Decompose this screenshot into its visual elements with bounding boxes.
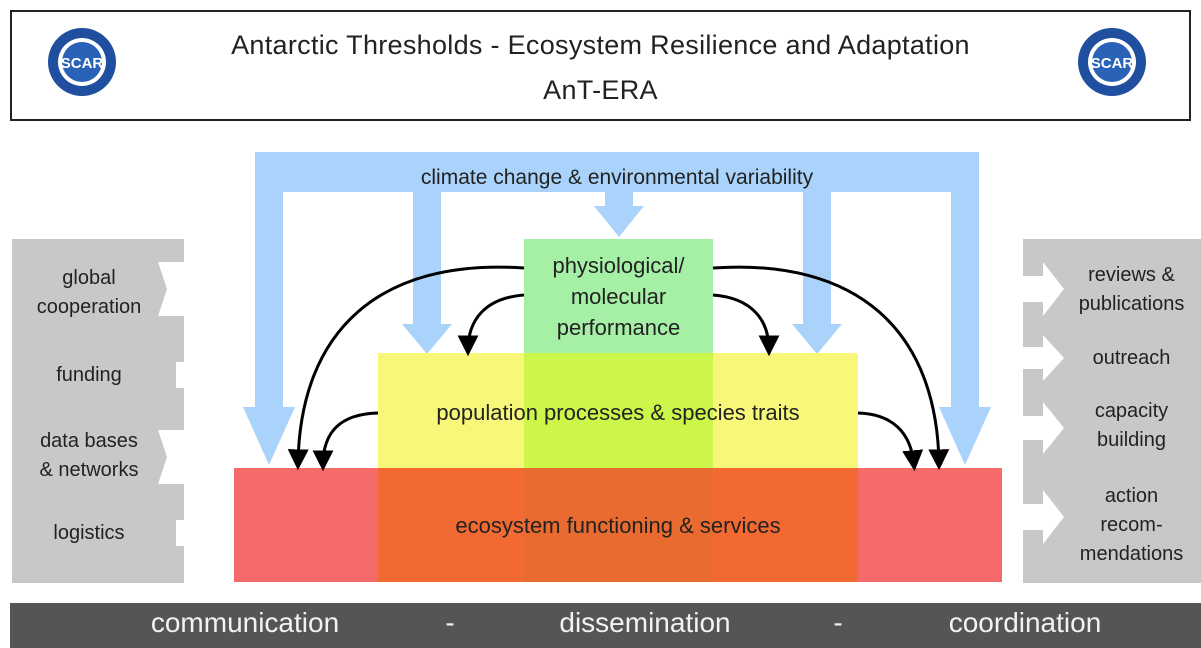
right-arrow-2 xyxy=(1023,335,1064,381)
right-item-4-line-3: mendations xyxy=(1079,543,1184,565)
left-item-4-line-1: logistics xyxy=(53,522,125,544)
scar-logo-right-text: SCAR xyxy=(1091,55,1134,72)
left-panel-arrows xyxy=(158,247,214,560)
left-item-logistics: logistics xyxy=(15,519,163,548)
pop-to-eco-right-arrow xyxy=(857,411,924,472)
footer-coordination: coordination xyxy=(948,607,1102,638)
left-item-funding: funding xyxy=(15,361,163,390)
left-panel xyxy=(12,239,184,583)
pop-to-eco-left-arrow xyxy=(312,411,379,472)
left-item-1-line-1: global xyxy=(62,267,116,289)
left-item-2-line-1: funding xyxy=(56,364,122,386)
physiological-line-2: molecular xyxy=(570,284,667,309)
left-arrow-1 xyxy=(158,247,214,331)
right-arrow-3 xyxy=(1023,402,1064,454)
right-panel-arrows xyxy=(1023,262,1064,544)
left-item-global-cooperation: global cooperation xyxy=(15,264,163,322)
scar-logo-left: SCAR xyxy=(48,28,116,96)
physiological-population-overlap xyxy=(524,353,713,468)
phys-to-pop-right-arrow xyxy=(712,293,780,357)
left-arrow-2 xyxy=(176,350,214,400)
footer-communication: communication xyxy=(150,607,340,638)
physiological-ecosystem-overlap xyxy=(524,468,713,582)
left-item-1-line-2: cooperation xyxy=(36,296,142,318)
footer-dissemination: dissemination xyxy=(559,607,731,638)
right-item-3-line-1: capacity xyxy=(1094,400,1169,422)
feedback-arrows xyxy=(287,265,950,472)
left-arrow-4 xyxy=(176,506,214,560)
left-item-3-line-2: & networks xyxy=(39,459,139,481)
title-line-1: Antarctic Thresholds - Ecosystem Resilie… xyxy=(231,30,970,60)
right-arrow-4 xyxy=(1023,490,1064,544)
population-label: population processes & species traits xyxy=(436,400,800,425)
physiological-box xyxy=(524,239,713,353)
footer-separator-1: - xyxy=(445,607,455,638)
climate-label: climate change & environmental variabili… xyxy=(420,166,814,189)
right-item-1-line-1: reviews & xyxy=(1088,264,1175,286)
left-item-data-bases: data bases & networks xyxy=(15,427,163,485)
right-item-4-line-2: recom- xyxy=(1100,514,1163,536)
climate-arrow-system xyxy=(243,152,991,465)
physiological-label: physiological/ molecular performance xyxy=(524,250,713,343)
right-item-reviews: reviews & publications xyxy=(1062,261,1201,319)
title-line-2: AnT-ERA xyxy=(543,75,658,105)
physiological-line-3: performance xyxy=(556,315,681,340)
ecosystem-label: ecosystem functioning & services xyxy=(455,513,781,538)
right-item-4-line-1: action xyxy=(1104,485,1159,507)
left-arrow-3 xyxy=(158,416,214,498)
phys-to-eco-left-arrow xyxy=(287,265,525,471)
scar-logo-left-text: SCAR xyxy=(61,55,104,72)
right-item-2-line-1: outreach xyxy=(1092,347,1171,369)
header-banner xyxy=(10,10,1191,121)
physiological-line-1: physiological/ xyxy=(552,253,685,278)
phys-to-pop-left-arrow xyxy=(457,293,525,357)
right-item-outreach: outreach xyxy=(1062,344,1201,373)
left-item-3-line-1: data bases xyxy=(40,430,138,452)
right-item-action-recommendations: action recom- mendations xyxy=(1062,482,1201,569)
phys-to-eco-right-arrow xyxy=(712,265,950,471)
right-item-1-line-2: publications xyxy=(1078,293,1185,315)
footer-band xyxy=(10,603,1201,648)
footer-separator-2: - xyxy=(833,607,843,638)
right-arrow-1 xyxy=(1023,262,1064,316)
right-item-3-line-2: building xyxy=(1097,429,1166,451)
right-item-capacity-building: capacity building xyxy=(1062,397,1201,455)
scar-logo-right: SCAR xyxy=(1078,28,1146,96)
